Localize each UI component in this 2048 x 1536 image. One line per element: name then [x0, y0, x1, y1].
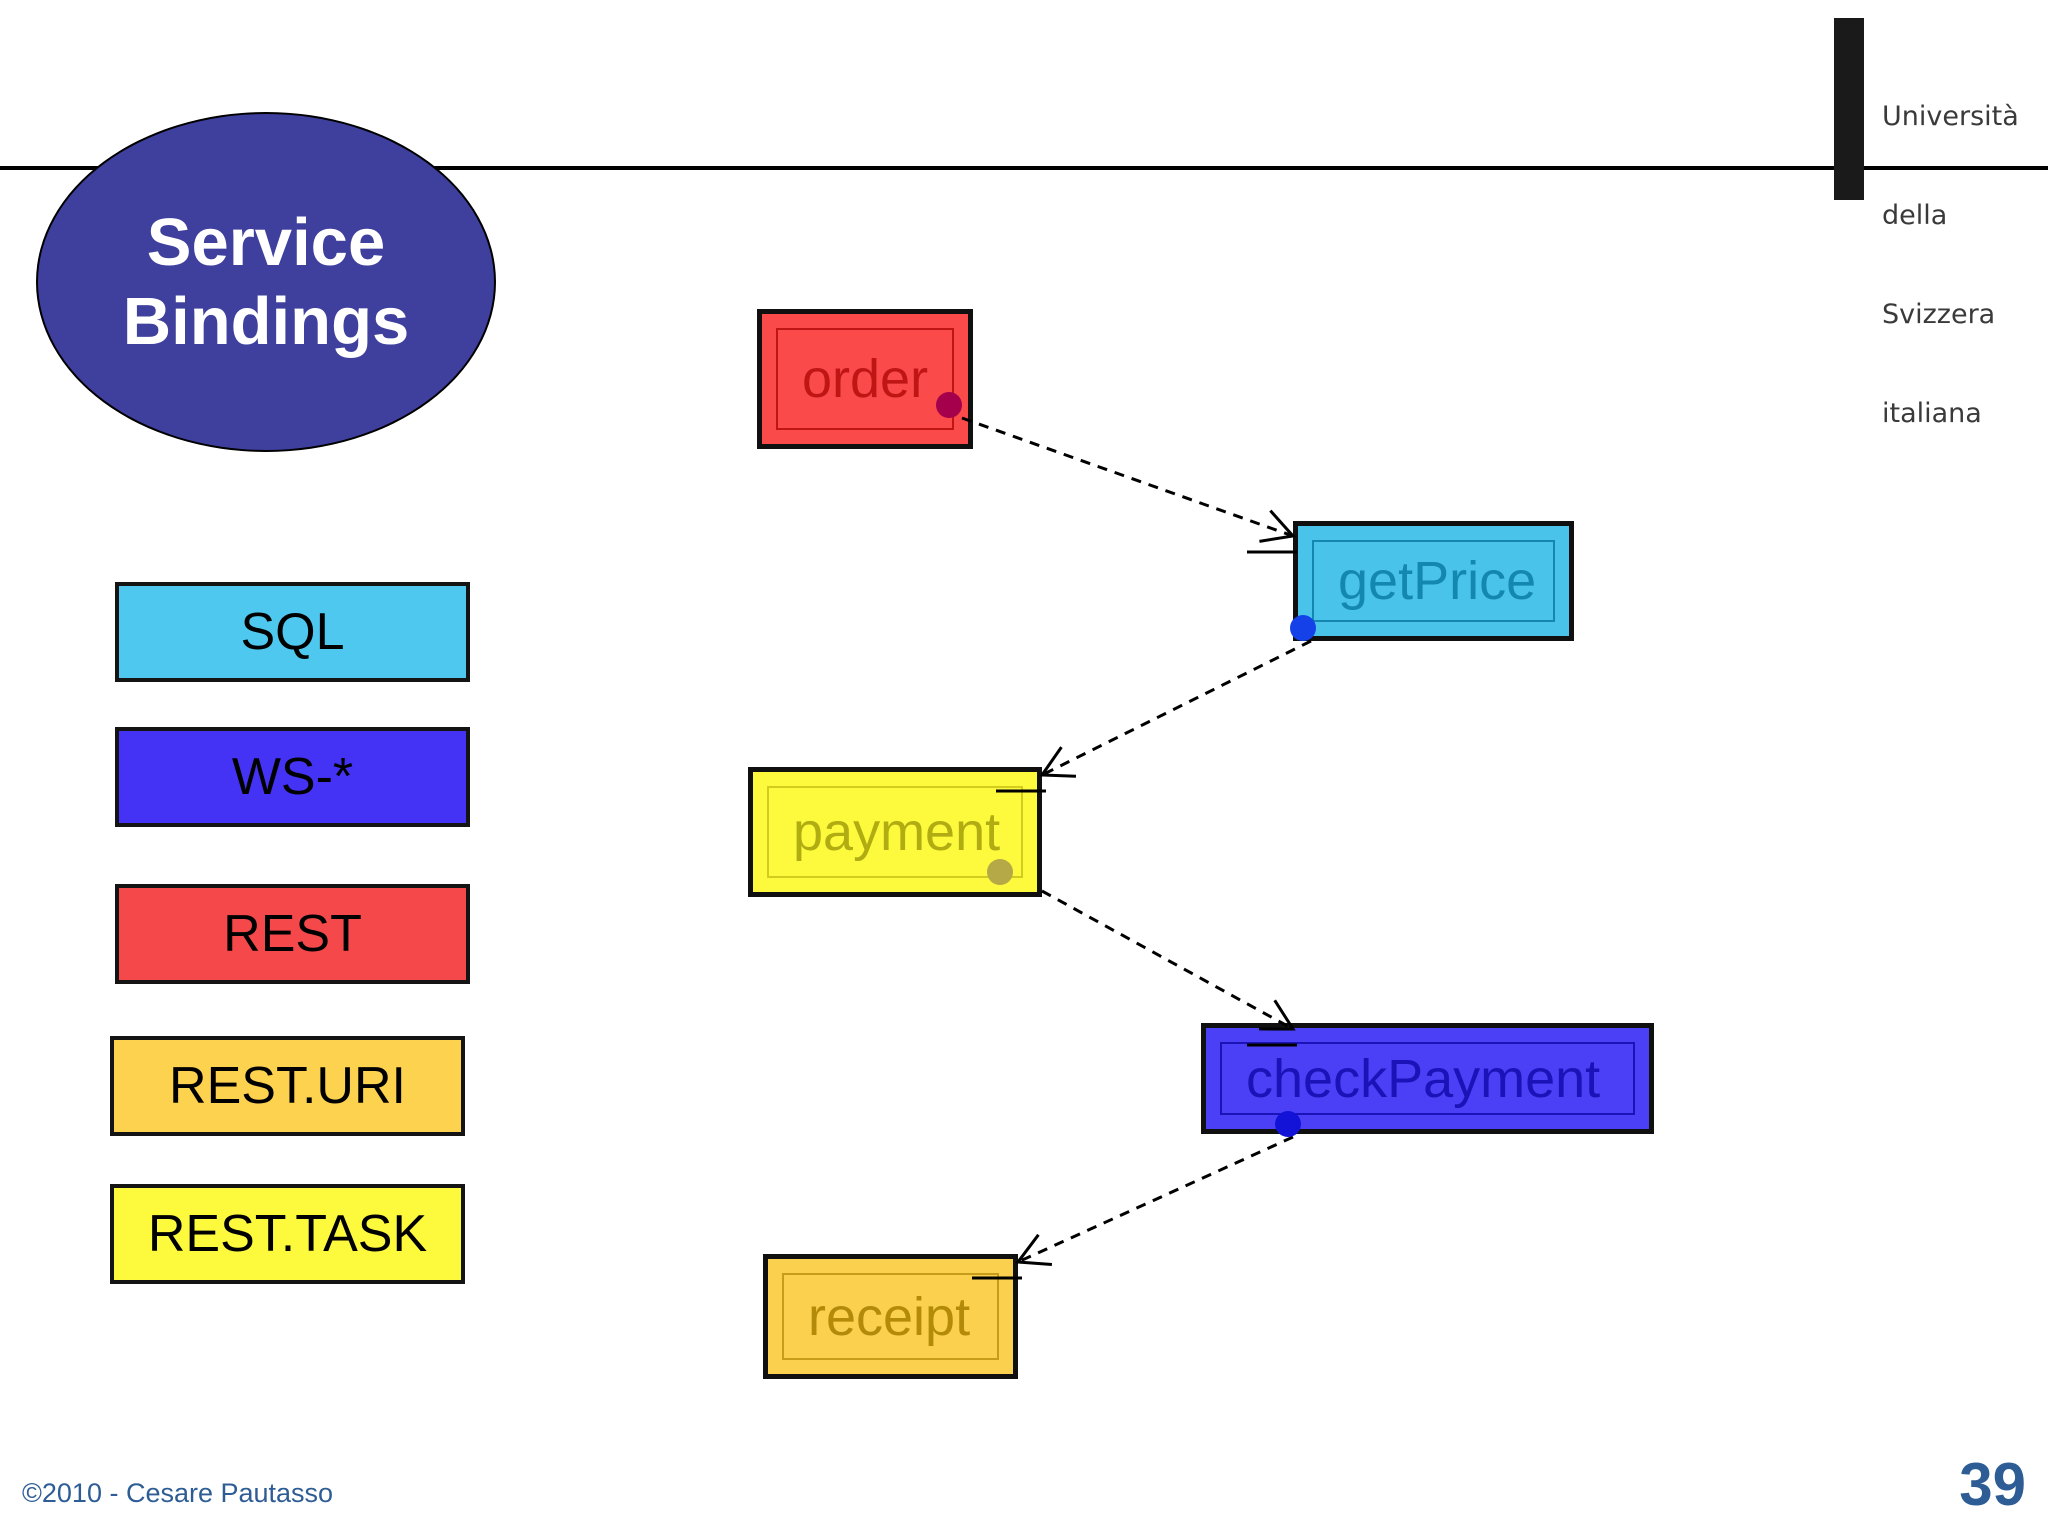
legend-item-rest[interactable]: REST [115, 884, 470, 984]
diagram-node-port-payment[interactable] [987, 859, 1013, 885]
slide-title-line-1: Service [146, 204, 386, 280]
diagram-node-inner-frame: receipt [782, 1273, 999, 1360]
diagram-node-label: checkPayment [1246, 1048, 1601, 1109]
diagram-node-inner-frame: checkPayment [1220, 1042, 1635, 1115]
usi-wordmark-line-4: italiana [1882, 398, 1982, 429]
legend-item-ws-[interactable]: WS-* [115, 727, 470, 827]
legend-item-label: REST.TASK [147, 1205, 428, 1263]
legend-item-label: REST.URI [169, 1057, 406, 1115]
diagram-node-port-getprice[interactable] [1290, 615, 1316, 641]
page-number: 39 [1959, 1451, 2026, 1518]
usi-logo-bar [1834, 18, 1864, 200]
legend-item-label: SQL [240, 603, 345, 661]
legend-item-rest-uri[interactable]: REST.URI [110, 1036, 465, 1136]
diagram-node-label: payment [793, 802, 1001, 862]
connector-getprice-to-payment [996, 639, 1312, 793]
connector-line [1041, 889, 1294, 1031]
header-divider-line [0, 166, 2048, 170]
connector-checkpayment-to-receipt [972, 1135, 1294, 1280]
diagram-node-port-checkpayment[interactable] [1275, 1111, 1301, 1137]
diagram-node-label: receipt [808, 1286, 971, 1347]
usi-wordmark-line-1: Università [1882, 101, 2019, 132]
legend-item-label: WS-* [231, 748, 354, 806]
connector-line [1017, 1135, 1294, 1264]
connector-arrowhead [1039, 746, 1077, 778]
diagram-node-getprice[interactable]: getPrice [1293, 521, 1574, 641]
diagram-node-receipt[interactable]: receipt [763, 1254, 1018, 1379]
diagram-node-inner-frame: getPrice [1312, 540, 1555, 622]
connector-line [1041, 639, 1312, 777]
connector-line [961, 416, 1294, 538]
slide-title-line-2: Bindings [122, 284, 410, 359]
connector-arrowhead [1015, 1233, 1053, 1266]
connector-arrowhead [1259, 509, 1296, 543]
diagram-node-checkpayment[interactable]: checkPayment [1201, 1023, 1654, 1134]
diagram-node-inner-frame: order [776, 328, 954, 430]
usi-logo: Università della Svizzera italiana [1834, 18, 2048, 429]
slide-title-ellipse: Service Bindings [36, 112, 496, 452]
diagram-node-port-order[interactable] [936, 392, 962, 418]
connector-order-to-getprice [961, 416, 1297, 554]
diagram-node-label: order [802, 349, 929, 409]
usi-wordmark: Università della Svizzera italiana [1882, 34, 2019, 496]
legend-item-sql[interactable]: SQL [115, 582, 470, 682]
diagram-node-inner-frame: payment [767, 786, 1023, 878]
legend-item-label: REST [223, 905, 362, 963]
copyright-text: ©2010 - Cesare Pautasso [22, 1478, 334, 1508]
legend-item-rest-task[interactable]: REST.TASK [110, 1184, 465, 1284]
diagram-node-label: getPrice [1338, 551, 1537, 611]
usi-wordmark-line-3: Svizzera [1882, 299, 1996, 330]
usi-wordmark-line-2: della [1882, 200, 1948, 231]
connector-payment-to-checkpayment [1041, 889, 1297, 1047]
diagram-node-order[interactable]: order [757, 309, 973, 449]
